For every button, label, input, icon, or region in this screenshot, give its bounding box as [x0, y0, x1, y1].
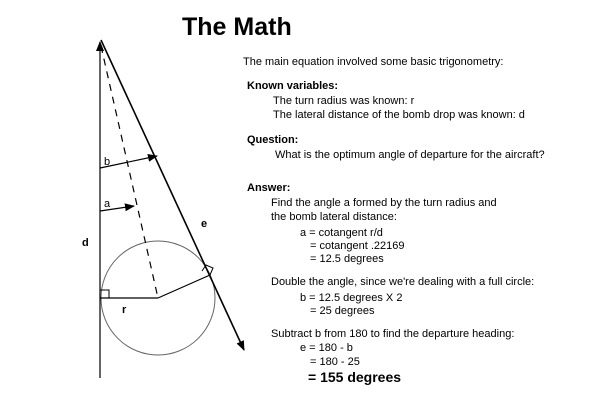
label-r: r — [122, 304, 127, 316]
label-e: e — [201, 218, 207, 230]
step1-line-1: Find the angle a formed by the turn radi… — [271, 197, 497, 209]
step1-eq-3: = 12.5 degrees — [310, 253, 384, 265]
step1-eq-2: = cotangent .22169 — [310, 240, 405, 252]
right-angle-mark-tangent — [201, 264, 214, 276]
departure-line-e — [100, 39, 245, 351]
label-d: d — [82, 237, 89, 249]
question-text: What is the optimum angle of departure f… — [275, 149, 545, 161]
angle-b-arrow — [99, 153, 158, 169]
dashed-center-line — [100, 45, 159, 299]
page-title: The Math — [182, 13, 292, 41]
final-result: = 155 degrees — [308, 369, 402, 385]
label-a: a — [104, 198, 111, 210]
step2-eq-2: = 25 degrees — [310, 305, 375, 317]
intro-text: The main equation involved some basic tr… — [243, 56, 504, 68]
step1-line-2: the bomb lateral distance: — [271, 211, 397, 223]
angle-a-arrow — [99, 203, 135, 212]
step3-line-1: Subtract b from 180 to find the departur… — [271, 328, 515, 340]
step1-eq-1: a = cotangent r/d — [300, 227, 383, 239]
step2-eq-1: b = 12.5 degrees X 2 — [300, 292, 403, 304]
known-line-2: The lateral distance of the bomb drop wa… — [273, 109, 525, 121]
answer-heading: Answer: — [247, 182, 291, 194]
label-b: b — [104, 156, 110, 168]
right-angle-mark-left — [100, 289, 110, 298]
known-line-1: The turn radius was known: r — [273, 95, 415, 107]
step3-eq-2: = 180 - 25 — [310, 356, 360, 368]
known-heading: Known variables: — [247, 80, 339, 92]
question-heading: Question: — [247, 134, 299, 146]
step3-eq-1: e = 180 - b — [300, 342, 353, 354]
radius-to-tangent — [157, 274, 211, 299]
step2-line-1: Double the angle, since we're dealing wi… — [271, 276, 535, 288]
